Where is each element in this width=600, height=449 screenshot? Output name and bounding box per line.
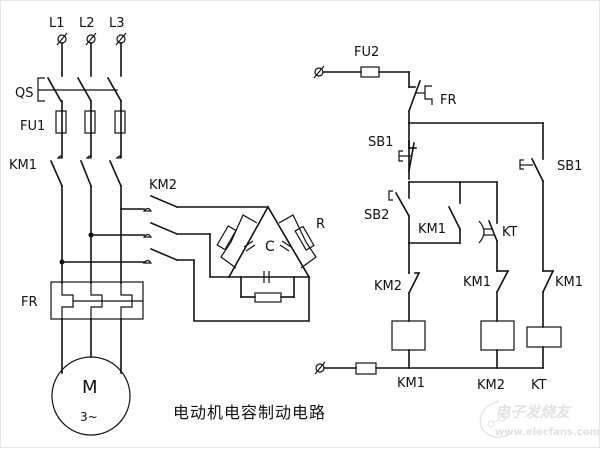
km1-main-label: KM1 (9, 158, 37, 173)
km2-coil-icon (480, 320, 515, 369)
fu2-label: FU2 (354, 45, 379, 60)
sb2-start-label: SB2 (364, 208, 389, 223)
km1-hold-contact-icon (408, 205, 462, 244)
km1-no-contact-b-icon (541, 269, 555, 328)
km1-coil-icon (391, 320, 426, 369)
km1-interlock-a-label: KM1 (463, 275, 491, 290)
fu1-fuse-icon (55, 110, 126, 158)
phase-label-l3: L3 (109, 16, 125, 31)
watermark-logo-icon (479, 400, 513, 438)
motor-icon (51, 356, 131, 436)
phase-wires-mid (59, 185, 145, 284)
fr-thermal-relay-icon (50, 281, 144, 320)
km1-main-contact-icon (49, 155, 123, 188)
fu1-label: FU1 (20, 119, 45, 134)
coil-label-kt: KT (531, 378, 547, 393)
km2-nc-contact-icon (407, 271, 421, 322)
capacitor-label: C (265, 239, 276, 255)
phase-label-l1: L1 (49, 16, 65, 31)
km2-main-label: KM2 (149, 178, 177, 193)
km1-interlock-b-label: KM1 (555, 275, 583, 290)
kt-contact-label: KT (502, 225, 518, 240)
motor-label: M (82, 377, 99, 398)
capacitor-delta-network-icon (216, 205, 317, 303)
motor-wires (61, 318, 122, 374)
qs-label: QS (15, 86, 33, 101)
motor-phase-label: 3~ (80, 410, 98, 424)
fr-nc-contact-icon (407, 79, 433, 180)
watermark-text: 电子发烧友 (495, 403, 572, 421)
km1-hold-label: KM1 (418, 222, 446, 237)
sb1-no-button-icon (519, 157, 545, 272)
control-bottom-rail (314, 361, 544, 375)
fr-label: FR (21, 295, 38, 310)
sb2-start-button-icon (388, 181, 411, 274)
phase-wires-top (61, 42, 122, 77)
coil-label-km2: KM2 (477, 378, 505, 393)
qs-switch-icon (37, 76, 123, 112)
kt-coil-icon (526, 326, 562, 369)
phase-label-l2: L2 (79, 16, 95, 31)
sb1-stop-button-icon (398, 140, 417, 172)
km2-brake-contact-icon (142, 194, 310, 322)
sb1-stop-label: SB1 (368, 135, 393, 150)
watermark-url: www.elecfans.com (495, 427, 600, 438)
sb1-no-label: SB1 (557, 159, 582, 174)
coil-label-km1: KM1 (397, 376, 425, 391)
km1-nc-contact-a-icon (495, 269, 510, 322)
kt-timer-contact-icon (478, 219, 499, 272)
fr-contact-label: FR (440, 93, 457, 108)
fu2-fuse-icon (322, 66, 410, 88)
km2-interlock-label: KM2 (374, 279, 402, 294)
resistor-label: R (316, 217, 325, 232)
diagram-title: 电动机电容制动电路 (173, 403, 326, 422)
